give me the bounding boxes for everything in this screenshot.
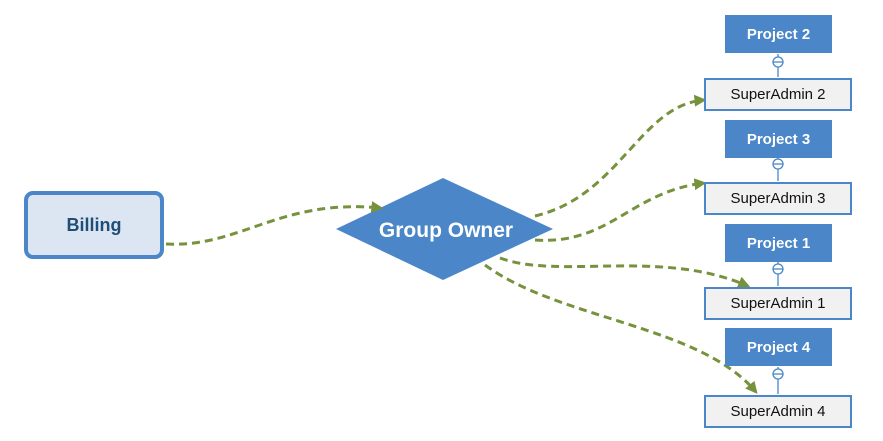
arrow-group-owner-to-superadmin-4	[484, 263, 758, 394]
project-connectors	[772, 54, 784, 394]
superadmin-2-node[interactable]: SuperAdmin 2	[704, 78, 852, 111]
billing-label: Billing	[66, 214, 122, 235]
arrow-group-owner-to-superadmin-1	[499, 256, 751, 288]
arrow-group-owner-to-superadmin-2	[534, 94, 707, 218]
superadmin-4-node[interactable]: SuperAdmin 4	[704, 395, 852, 428]
project-3-node[interactable]: Project 3	[725, 120, 832, 158]
arrow-billing-to-group-owner	[165, 201, 384, 246]
arrow-group-owner-to-superadmin-3	[534, 178, 707, 242]
project-4-node[interactable]: Project 4	[725, 328, 832, 366]
billing-node[interactable]: Billing	[24, 191, 164, 259]
project-2-node[interactable]: Project 2	[725, 15, 832, 53]
superadmin-1-node[interactable]: SuperAdmin 1	[704, 287, 852, 320]
project-1-node[interactable]: Project 1	[725, 224, 832, 262]
superadmin-3-node[interactable]: SuperAdmin 3	[704, 182, 852, 215]
group-owner-diamond[interactable]	[336, 178, 553, 280]
group-owner-label: Group Owner	[378, 219, 514, 242]
